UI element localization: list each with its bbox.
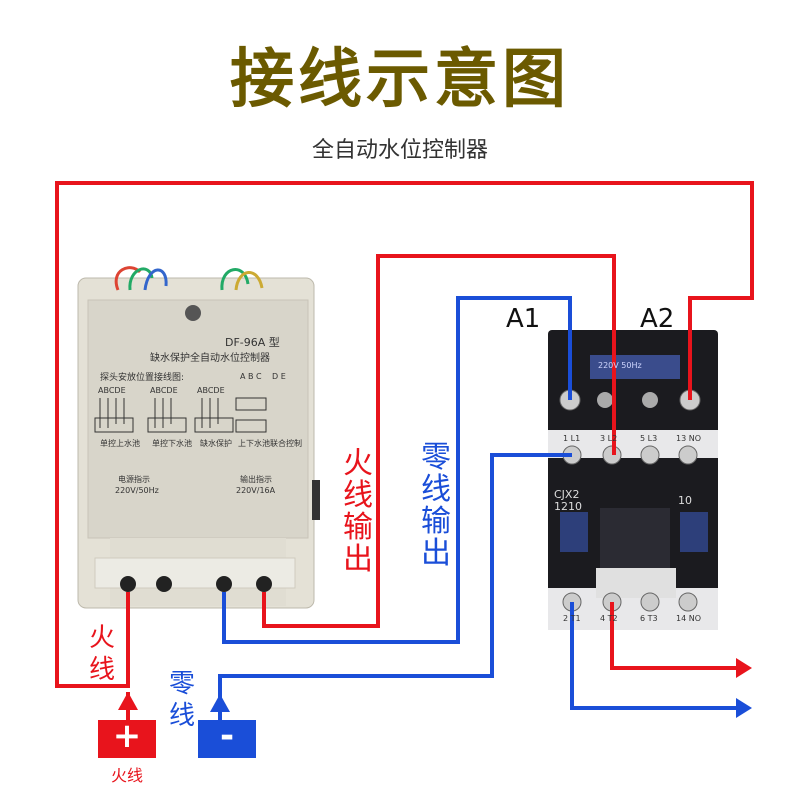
probe-letters-1: ABCDE — [98, 386, 126, 395]
terminal-1 — [120, 576, 136, 592]
terminal-4 — [256, 576, 272, 592]
mode-3-label: 缺水保护 — [200, 439, 232, 448]
neutral-output-arrow — [736, 698, 752, 718]
contactor-model: CJX2 — [554, 488, 580, 501]
contactor-aux-num: 10 — [678, 494, 692, 507]
mode-2-label: 单控下水池 — [152, 439, 192, 448]
probe-letters-5: D E — [272, 372, 286, 381]
probe-heading: 探头安放位置接线图: — [100, 373, 185, 383]
live-wire-to-a2 — [55, 181, 754, 688]
contactor-unit — [548, 330, 718, 630]
mode-1-label: 单控上水池 — [100, 439, 140, 448]
a1-label: A1 — [506, 304, 541, 334]
power-label: 电源指示 — [118, 475, 150, 484]
terminal-bottom-3: 6 T3 — [640, 614, 658, 623]
live-load-output — [610, 602, 738, 670]
neutral-wire-to-a1 — [222, 296, 572, 644]
contactor-rating: 220V 50Hz — [598, 361, 642, 370]
terminal-bottom-4: 14 NO — [676, 614, 702, 623]
terminal-3 — [216, 576, 232, 592]
page-title: 接线示意图 — [230, 43, 570, 117]
output-rating: 220V/16A — [236, 486, 276, 495]
plus-sign: + — [112, 716, 142, 756]
live-output-label: 火线输出 — [343, 446, 373, 577]
contactor-model-num: 1210 — [554, 500, 582, 513]
terminal-top-3: 5 L3 — [640, 434, 658, 443]
output-label: 输出指示 — [240, 475, 272, 484]
controller-name: 缺水保护全自动水位控制器 — [150, 353, 270, 364]
live-output-wire — [262, 254, 616, 628]
a2-label: A2 — [640, 304, 675, 334]
page-subtitle: 全自动水位控制器 — [311, 138, 488, 163]
terminal-top-2: 3 L2 — [600, 434, 618, 443]
controller-unit — [77, 266, 320, 609]
minus-sign: - — [219, 716, 235, 756]
minus-box — [198, 720, 256, 758]
probe-letters-3: ABCDE — [197, 386, 225, 395]
power-rating: 220V/50Hz — [115, 486, 159, 495]
controller-model: DF-96A 型 — [225, 336, 280, 349]
terminal-bottom-1: 2 T1 — [563, 614, 581, 623]
live-caption: 火线 — [110, 766, 143, 785]
neutral-supply-wire — [218, 453, 572, 700]
plus-box — [98, 720, 156, 758]
live-label: 火线 — [88, 623, 115, 685]
terminal-2 — [156, 576, 172, 592]
probe-letters-4: A B C — [240, 372, 262, 381]
live-output-arrow — [736, 658, 752, 678]
terminal-top-1: 1 L1 — [563, 434, 581, 443]
mode-4-label: 上下水池联合控制 — [238, 439, 302, 448]
neutral-output-label: 零线输出 — [421, 440, 451, 571]
terminal-bottom-2: 4 T2 — [600, 614, 618, 623]
neutral-label: 零线 — [168, 669, 195, 731]
neutral-load-output — [570, 602, 738, 710]
probe-letters-2: ABCDE — [150, 386, 178, 395]
terminal-top-4: 13 NO — [676, 434, 702, 443]
